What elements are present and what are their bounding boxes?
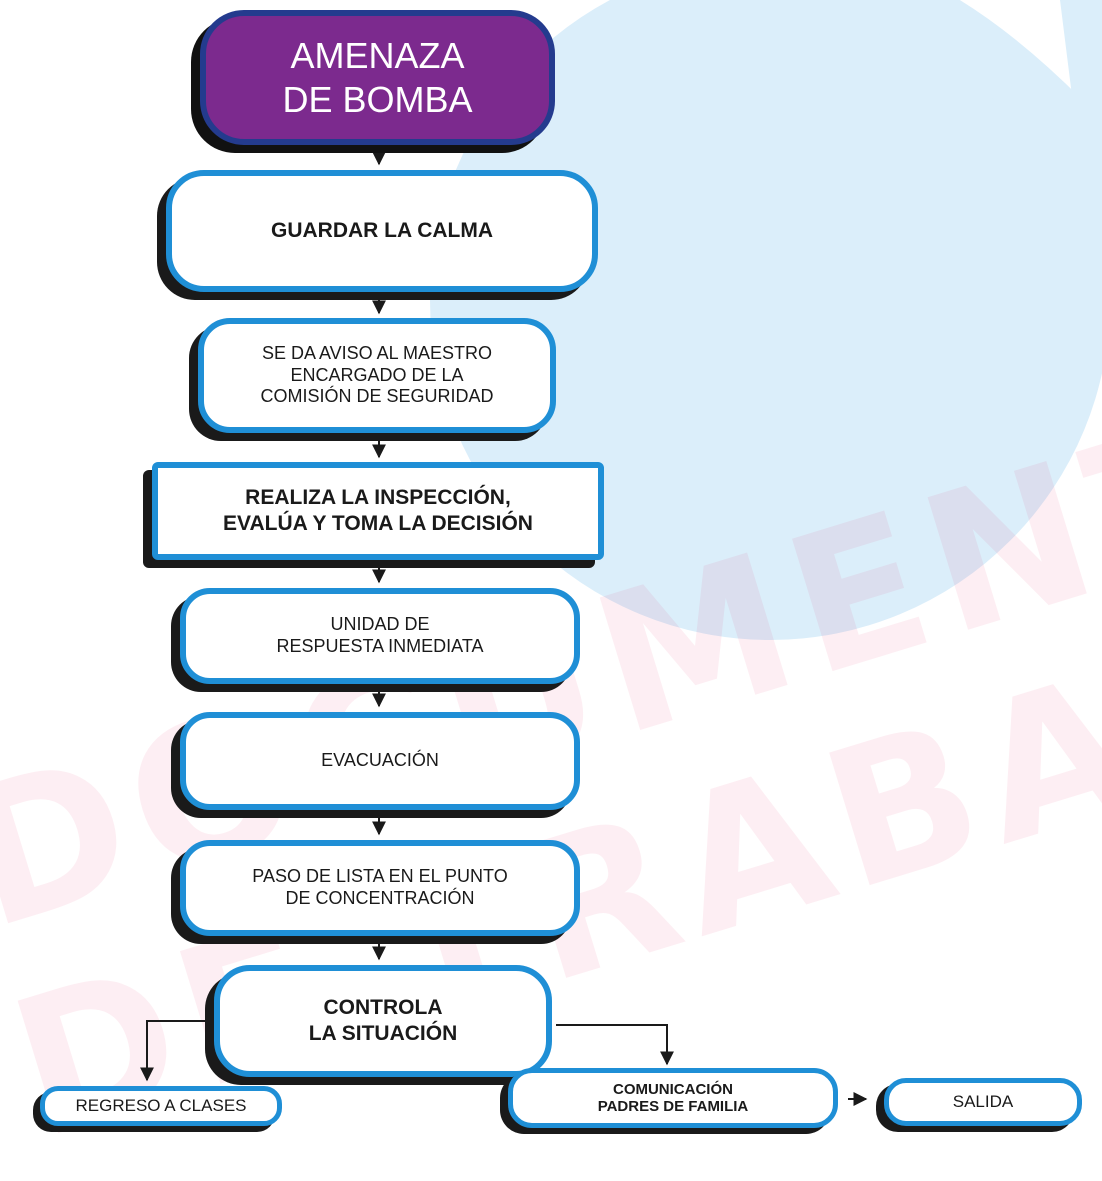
step-control-situation: CONTROLA LA SITUACIÓN: [214, 965, 552, 1077]
step-evacuation: EVACUACIÓN: [180, 712, 580, 810]
step-roll-call-label: PASO DE LISTA EN EL PUNTO DE CONCENTRACI…: [252, 866, 508, 908]
outcome-parents-communication: COMUNICACIÓN PADRES DE FAMILIA: [508, 1068, 838, 1128]
outcome-exit: SALIDA: [884, 1078, 1082, 1126]
step-evacuation-label: EVACUACIÓN: [321, 750, 439, 771]
outcome-return-to-class-label: REGRESO A CLASES: [75, 1095, 247, 1115]
bomb-fuse-shape: [841, 0, 1102, 230]
step-inspect-evaluate: REALIZA LA INSPECCIÓN, EVALÚA Y TOMA LA …: [152, 462, 604, 560]
step-notify-teacher: SE DA AVISO AL MAESTRO ENCARGADO DE LA C…: [198, 318, 556, 433]
arrow-control-to-return: [140, 1020, 210, 1082]
step-control-situation-label: CONTROLA LA SITUACIÓN: [308, 996, 458, 1045]
step-response-unit: UNIDAD DE RESPUESTA INMEDIATA: [180, 588, 580, 684]
step-keep-calm-label: GUARDAR LA CALMA: [270, 219, 494, 243]
outcome-exit-label: SALIDA: [952, 1091, 1014, 1111]
arrow-control-to-parents: [556, 1024, 674, 1066]
start-node-label: AMENAZA DE BOMBA: [282, 34, 473, 120]
outcome-parents-communication-label: COMUNICACIÓN PADRES DE FAMILIA: [597, 1080, 749, 1115]
step-keep-calm: GUARDAR LA CALMA: [166, 170, 598, 292]
start-node-bomb-threat: AMENAZA DE BOMBA: [200, 10, 555, 145]
bomb-spark-shape: [1035, 0, 1102, 320]
flow-connectors: [140, 142, 868, 1106]
step-response-unit-label: UNIDAD DE RESPUESTA INMEDIATA: [276, 614, 484, 656]
outcome-return-to-class: REGRESO A CLASES: [40, 1086, 282, 1126]
step-roll-call: PASO DE LISTA EN EL PUNTO DE CONCENTRACI…: [180, 840, 580, 936]
bomb-cap-shape: [660, 0, 880, 40]
step-notify-teacher-label: SE DA AVISO AL MAESTRO ENCARGADO DE LA C…: [260, 342, 494, 407]
step-inspect-evaluate-label: REALIZA LA INSPECCIÓN, EVALÚA Y TOMA LA …: [223, 486, 533, 535]
